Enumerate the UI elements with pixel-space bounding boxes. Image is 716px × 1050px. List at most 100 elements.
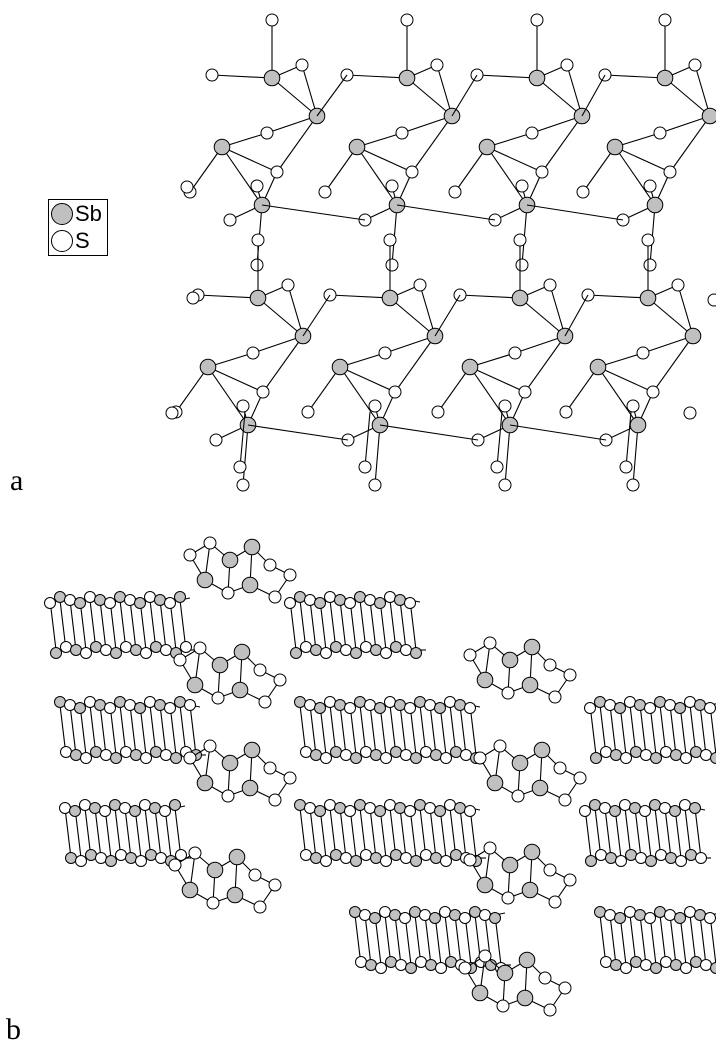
chain-bond [129,599,137,651]
sb-atom [639,289,657,307]
s-atom [400,852,412,864]
s-atom [175,849,187,861]
s-atom [655,849,667,861]
s-atom [364,594,376,606]
s-atom [385,258,399,272]
bond [287,284,304,337]
sb-atom [701,107,716,125]
s-atom [444,696,456,708]
s-atom [646,385,660,399]
s-atom [424,802,436,814]
bond [384,335,436,354]
sb-atom [390,641,402,653]
s-atom [704,702,716,714]
s-atom [498,399,512,413]
bond [519,297,566,337]
sb-atom [486,774,504,792]
sb-atom [294,799,306,811]
sb-atom [523,638,541,656]
s-atom [203,739,217,753]
s-atom [458,961,472,975]
sb-atom [109,799,121,811]
bond [454,146,488,193]
s-atom [206,896,220,910]
s-atom [184,699,196,711]
s-atom [553,761,567,775]
sb-atom [674,702,686,714]
s-atom [364,802,376,814]
s-atom [159,805,171,817]
chain-bond [339,599,347,651]
s-atom [383,233,397,247]
s-atom [518,385,532,399]
bond [189,146,223,193]
bond [394,335,436,393]
sb-atom [70,644,82,656]
chain-bond [459,704,467,756]
chain-bond [699,914,707,966]
chain-bond [99,704,107,756]
s-atom [205,68,219,82]
sb-atom [94,699,106,711]
s-atom [615,855,627,867]
s-atom [420,849,432,861]
sb-atom [476,671,494,689]
bond [549,284,566,337]
s-atom [253,900,267,914]
s-atom [663,165,677,179]
s-atom [104,597,116,609]
s-atom [560,58,574,72]
bond [239,411,246,468]
bond [437,366,471,413]
sb-atom [294,696,306,708]
sb-atom [129,805,141,817]
s-atom [643,258,657,272]
bond [677,284,694,337]
sb-atom [110,752,122,764]
s-atom [368,478,382,492]
s-atom [653,126,667,140]
sb-atom [589,799,601,811]
bond [221,146,278,173]
sb-atom [496,964,514,982]
chain-bond [669,704,677,756]
s-atom [511,789,525,803]
chain-bond [694,807,702,859]
s-atom [548,690,562,704]
s-atom [584,702,596,714]
bond [531,115,583,134]
bond [401,115,453,134]
s-atom [324,799,336,811]
s-atom [301,405,315,419]
sb-atom [630,956,642,968]
s-atom [400,644,412,656]
chain-bond [399,599,407,651]
sb-atom [199,358,217,376]
s-atom [100,749,112,761]
s-atom [579,805,591,817]
s-atom [139,799,151,811]
s-atom [379,906,391,918]
sb-atom [645,855,657,867]
sb-atom [610,749,622,761]
s-atom [501,686,515,700]
s-atom [679,799,691,811]
sb-atom [374,702,386,714]
s-atom [253,663,267,677]
sb-atom [656,69,674,87]
sb-atom [65,852,77,864]
sb-atom [206,861,224,879]
s-atom [135,855,147,867]
s-atom [119,802,131,814]
sb-atom [650,752,662,764]
sb-atom [605,852,617,864]
bridge-bond [581,74,606,117]
sb-atom [348,138,366,156]
s-atom [419,909,431,921]
sb-atom [330,849,342,861]
sb-atom [450,746,462,758]
sb-atom [454,699,466,711]
s-atom [641,233,655,247]
s-atom [251,233,265,247]
sb-atom [349,906,361,918]
